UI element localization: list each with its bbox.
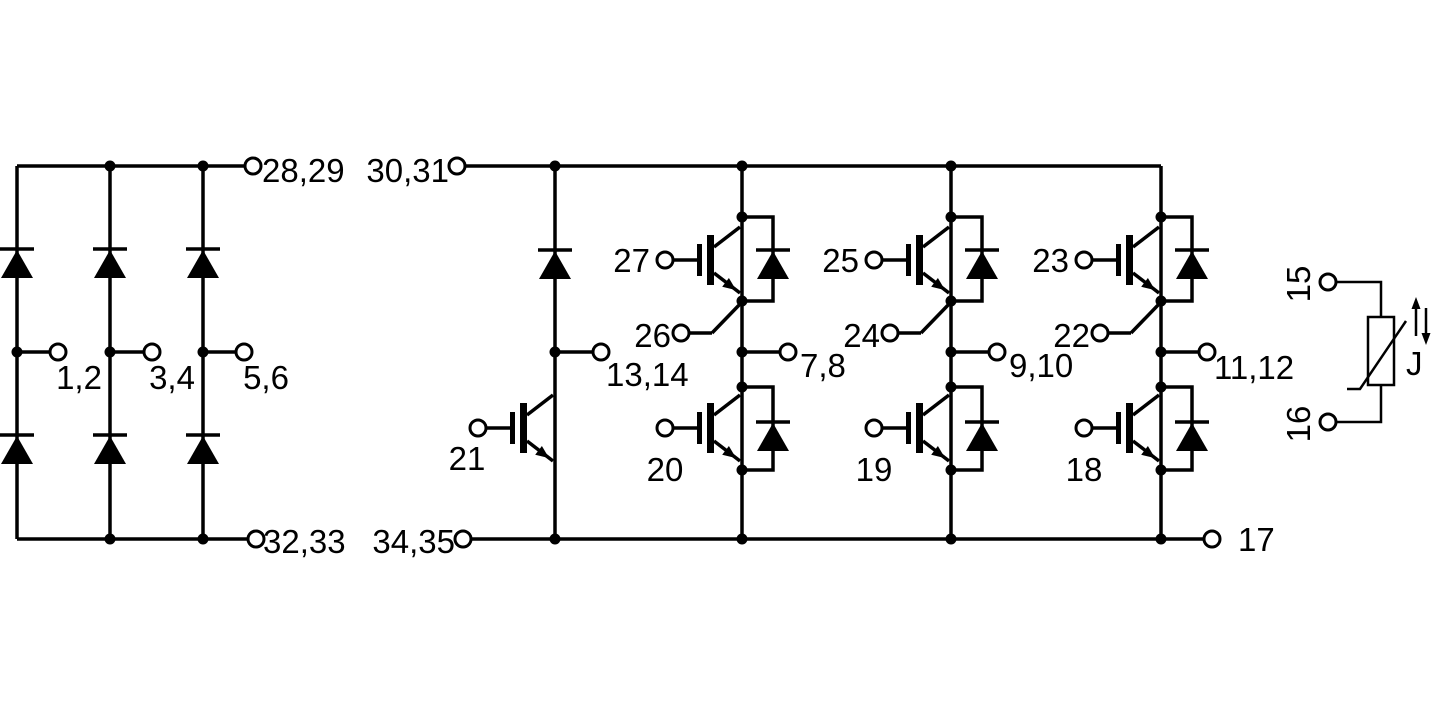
brake-chopper: 13,14 21 (449, 166, 689, 539)
terminal-label-phase: 11,12 (1214, 349, 1294, 386)
terminal-circle-thermistor-top (1318, 272, 1338, 292)
terminal-label-bottom-gate: 19 (856, 451, 893, 488)
freewheel-diode-symbol (1173, 420, 1211, 453)
inverter-leg-2: 25 24 19 9,10 (822, 166, 1073, 539)
terminal-label-inverter-dc-plus: 30,31 (366, 152, 449, 189)
thermistor-strike (1347, 320, 1408, 391)
terminal-circle-inverter-dc-plus (447, 156, 467, 176)
terminal-label-aux-emitter: 22 (1053, 317, 1090, 354)
terminal-circle-thermistor-bottom (1318, 412, 1338, 432)
terminal-circle-rectifier-dc-minus (246, 529, 266, 549)
terminal-circle-phase (1197, 342, 1217, 362)
top-igbt-symbol (864, 225, 951, 295)
terminal-label-rectifier-dc-minus: 32,33 (263, 523, 346, 560)
rectifier-diode-symbol (91, 433, 129, 466)
freewheel-diode-symbol (963, 420, 1001, 453)
terminal-label-bottom-gate: 18 (1066, 451, 1103, 488)
freewheel-diode-symbol (754, 248, 792, 281)
rectifier-diode-symbol (184, 247, 222, 280)
terminal-circle-inverter-dc-minus (453, 529, 473, 549)
leg-junction-dots (736, 211, 748, 476)
terminal-circle-aux-emitter (671, 323, 691, 343)
terminal-label-top-gate: 27 (613, 242, 650, 279)
temperature-arrows-icon (1411, 297, 1431, 345)
inverter-leg-3: 23 22 18 11,12 (1032, 166, 1294, 539)
top-igbt-symbol (655, 225, 742, 295)
terminal-label-dc-minus-aux: 17 (1238, 521, 1275, 558)
terminal-label-thermistor-top: 15 (1280, 266, 1317, 303)
freewheel-diode-symbol (1173, 248, 1211, 281)
terminal-circle-phase (778, 342, 798, 362)
rectifier-diode-symbol (91, 247, 129, 280)
terminal-circle-rectifier-dc-plus (243, 156, 263, 176)
freewheel-diode-symbol (754, 420, 792, 453)
inverter-dc-rails: 30,31 34,35 17 (366, 152, 1274, 560)
terminal-circle-phase (987, 342, 1007, 362)
terminal-circle-ac-2 (142, 342, 162, 362)
terminal-circle-ac-1 (48, 342, 68, 362)
terminal-label-top-gate: 23 (1032, 242, 1069, 279)
terminal-label-brake-gate: 21 (449, 440, 486, 477)
terminal-label-ac-1: 1,2 (56, 359, 102, 396)
terminal-label-top-gate: 25 (822, 242, 859, 279)
freewheel-diode-symbol (963, 248, 1001, 281)
terminal-circle-aux-emitter (1090, 323, 1110, 343)
terminal-label-thermistor-bottom: 16 (1280, 406, 1317, 443)
leg-junction-dots (945, 211, 957, 476)
terminal-label-ac-3: 5,6 (243, 359, 289, 396)
leg-junction-dots (1155, 211, 1167, 476)
terminal-label-inverter-dc-minus: 34,35 (372, 523, 455, 560)
rectifier-bridge: 28,29 32,33 1,2 3,4 5,6 (0, 152, 346, 560)
terminal-label-phase: 7,8 (800, 347, 846, 384)
terminal-label-aux-emitter: 26 (634, 317, 671, 354)
rectifier-diode-symbol (0, 433, 36, 466)
thermistor-body (1366, 315, 1396, 387)
terminal-label-phase: 9,10 (1009, 347, 1073, 384)
thermistor-section: 15 16 J (1280, 266, 1431, 443)
terminal-label-aux-emitter: 24 (843, 317, 880, 354)
rectifier-diode-symbol (0, 247, 36, 280)
terminal-circle-aux-emitter (880, 323, 900, 343)
terminal-label-bottom-gate: 20 (647, 451, 684, 488)
inverter-leg-1: 27 26 20 7,8 (613, 166, 846, 539)
rectifier-junction-dots (11, 160, 209, 545)
terminal-circle-dc-minus-aux (1202, 529, 1222, 549)
terminal-label-brake-tap: 13,14 (606, 356, 689, 393)
terminal-label-ac-2: 3,4 (149, 359, 195, 396)
thermistor-designator: J (1406, 345, 1423, 382)
terminal-circle-ac-3 (234, 342, 254, 362)
top-igbt-symbol (1074, 225, 1161, 295)
brake-diode-symbol (536, 248, 574, 281)
terminal-circle-brake-tap (591, 342, 611, 362)
rectifier-diode-symbol (184, 433, 222, 466)
terminal-label-rectifier-dc-plus: 28,29 (262, 152, 345, 189)
